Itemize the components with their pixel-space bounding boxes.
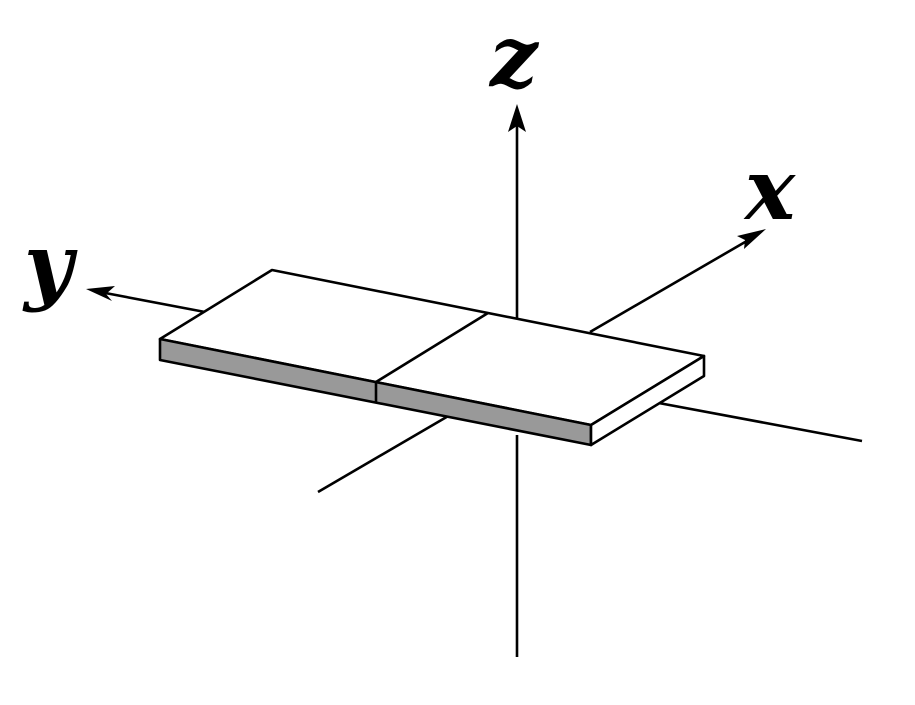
x-axis-positive [589,236,753,334]
plate [158,268,706,447]
x-axis-label: x [743,140,796,239]
axis-labels: z x y [22,7,796,314]
y-axis-positive [99,290,206,314]
plate-end-face [589,354,706,447]
y-axis-negative [647,399,863,443]
y-axis-label: y [22,215,78,314]
x-axis-arrowhead [737,229,766,249]
x-axis-negative [317,406,463,494]
z-axis-arrowhead [508,104,526,132]
plate-divider-top [375,311,489,384]
y-axis-arrowhead [86,286,115,301]
z-axis-label: z [488,7,540,106]
